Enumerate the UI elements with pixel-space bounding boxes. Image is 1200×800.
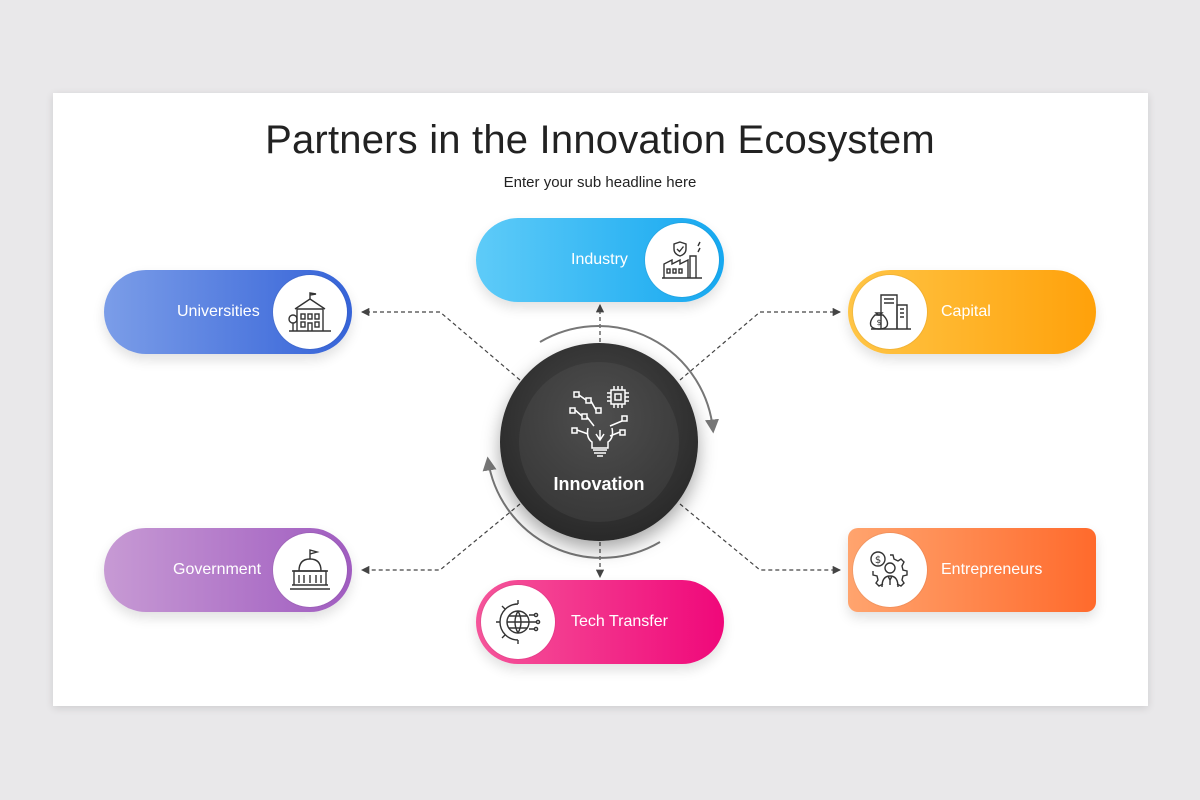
connector-government (360, 503, 521, 575)
government-building-icon (273, 533, 347, 607)
connector-capital (679, 307, 842, 381)
node-tech-transfer[interactable]: Tech Transfer (476, 580, 724, 664)
connector-entrepreneurs (679, 503, 842, 575)
node-entrepreneurs-label: Entrepreneurs (941, 561, 1043, 578)
cycle-arc-top (539, 324, 719, 434)
node-capital-label: Capital (941, 303, 991, 320)
lightbulb-circuit-icon (569, 386, 629, 457)
gear-globe-circuit-icon (481, 585, 555, 659)
node-tech-transfer-label: Tech Transfer (571, 613, 668, 630)
svg-text:$: $ (876, 318, 881, 327)
node-universities[interactable]: Universities (104, 270, 352, 354)
innovation-hub-inner (519, 362, 679, 522)
university-building-icon (273, 275, 347, 349)
node-industry-label: Industry (571, 251, 628, 268)
node-entrepreneurs[interactable]: $ Entrepreneurs (848, 528, 1096, 612)
page-title: Partners in the Innovation Ecosystem (265, 118, 935, 162)
node-capital[interactable]: $ Capital (848, 270, 1096, 354)
connector-universities (360, 307, 521, 381)
node-industry[interactable]: Industry (476, 218, 724, 302)
cycle-arc-bottom (482, 456, 661, 559)
node-government-label: Government (173, 561, 262, 578)
money-bag-buildings-icon: $ (853, 275, 927, 349)
svg-text:$: $ (875, 555, 881, 566)
innovation-hub-label: Innovation (553, 474, 645, 494)
node-government[interactable]: Government (104, 528, 352, 612)
node-universities-label: Universities (177, 303, 260, 320)
person-gear-dollar-icon: $ (853, 533, 927, 607)
factory-shield-icon (645, 223, 719, 297)
page-subtitle: Enter your sub headline here (503, 174, 697, 191)
